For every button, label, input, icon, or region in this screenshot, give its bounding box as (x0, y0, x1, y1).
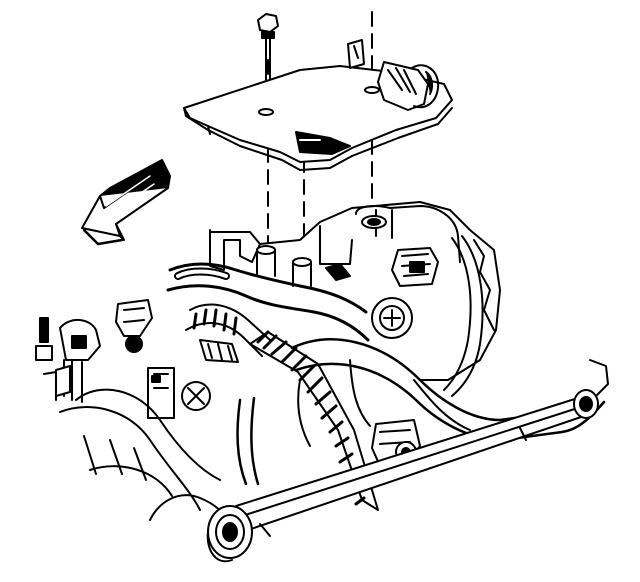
engine-assembly-icon (35, 201, 501, 541)
crossmember-bar-icon (206, 389, 599, 563)
front-direction-arrow-icon (81, 159, 171, 246)
electrical-connector-icon (377, 61, 440, 111)
bolt-icon (257, 13, 279, 113)
bracket-plate-icon (183, 39, 453, 171)
